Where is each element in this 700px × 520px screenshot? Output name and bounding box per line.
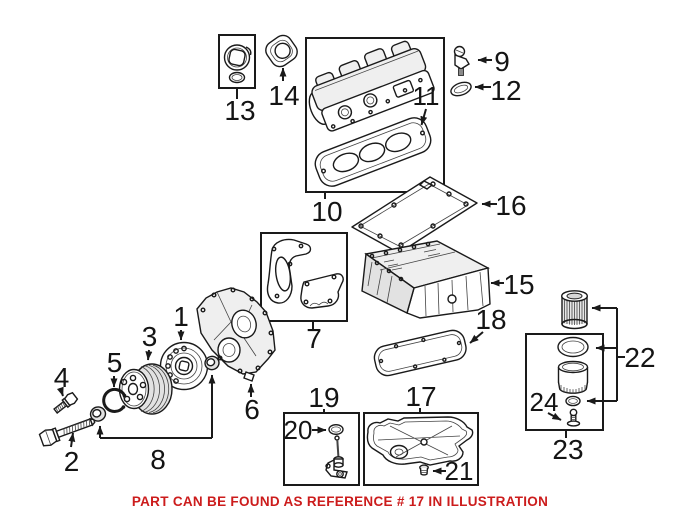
- arrow-11: [420, 108, 428, 126]
- filler-cap-gasket-drawing: [265, 34, 298, 68]
- seal-ring-drawing: [89, 406, 107, 422]
- callout-18: 18: [475, 304, 506, 335]
- callout-3: 3: [142, 321, 158, 352]
- box-10: [305, 37, 445, 193]
- sensor-oring-drawing: [328, 424, 344, 436]
- guide-bearing-drawing: [204, 355, 220, 371]
- callout-11: 11: [413, 81, 440, 111]
- callout-14: 14: [268, 80, 299, 111]
- callout-8: 8: [150, 444, 166, 475]
- callout-9: 9: [494, 46, 510, 77]
- callout-24: 24: [530, 387, 559, 417]
- timing-cover-gaskets-drawing: [266, 238, 344, 309]
- callout-4: 4: [54, 362, 70, 393]
- lower-pan-gasket-drawing: [373, 329, 467, 377]
- snap-ring-drawing: [102, 388, 127, 413]
- callout-2: 2: [64, 446, 80, 477]
- callout-15: 15: [503, 269, 534, 300]
- callout-1: 1: [173, 301, 189, 332]
- camshaft-sensor-drawing: [453, 45, 470, 76]
- callout-17: 17: [405, 381, 436, 412]
- box-7: [260, 232, 348, 322]
- valve-cover-drawing: [308, 40, 435, 132]
- filter-oring-small-drawing: [565, 395, 581, 407]
- filter-cap-drawing: [557, 360, 589, 394]
- drain-plug-drawing: [419, 464, 429, 476]
- valve-cover-gasket-drawing: [314, 117, 432, 187]
- callout-21: 21: [445, 456, 474, 486]
- upper-oil-pan-drawing: [361, 240, 491, 319]
- callout-10: 10: [311, 196, 342, 227]
- callout-12: 12: [490, 75, 521, 106]
- arrow-3: [145, 349, 153, 361]
- callout-20: 20: [284, 415, 313, 445]
- sensor-gasket-drawing: [450, 81, 472, 97]
- box-23: [525, 333, 604, 431]
- leader-lines: [56, 56, 625, 475]
- callout-16: 16: [495, 190, 526, 221]
- reference-caption: PART CAN BE FOUND AS REFERENCE # 17 IN I…: [131, 494, 549, 509]
- oil-level-sensor-drawing: [325, 435, 348, 479]
- callout-5: 5: [107, 347, 123, 378]
- lower-oil-pan-drawing: [366, 416, 474, 466]
- filter-oring-large-drawing: [557, 336, 589, 358]
- oil-filter-element-drawing: [561, 290, 589, 330]
- callout-7: 7: [306, 323, 322, 354]
- arrow-18: [469, 331, 484, 344]
- box-19: [283, 412, 360, 486]
- callout-6: 6: [244, 394, 260, 425]
- timing-cover-drawing: [196, 287, 276, 382]
- callout-22: 22: [624, 342, 655, 373]
- arrow-24: [547, 412, 562, 421]
- pulley-drawing: [118, 363, 173, 415]
- filter-cap-bolt-drawing: [566, 408, 581, 427]
- oil-filler-cap-drawing: [223, 44, 252, 84]
- long-bolt-drawing: [38, 418, 96, 447]
- arrow-4: [56, 386, 64, 397]
- callout-23: 23: [552, 434, 583, 465]
- callout-19: 19: [308, 382, 339, 413]
- callout-13: 13: [224, 95, 255, 126]
- upper-pan-gasket-drawing: [351, 176, 478, 254]
- arrow-2: [68, 432, 76, 448]
- short-bolt-drawing: [53, 391, 79, 414]
